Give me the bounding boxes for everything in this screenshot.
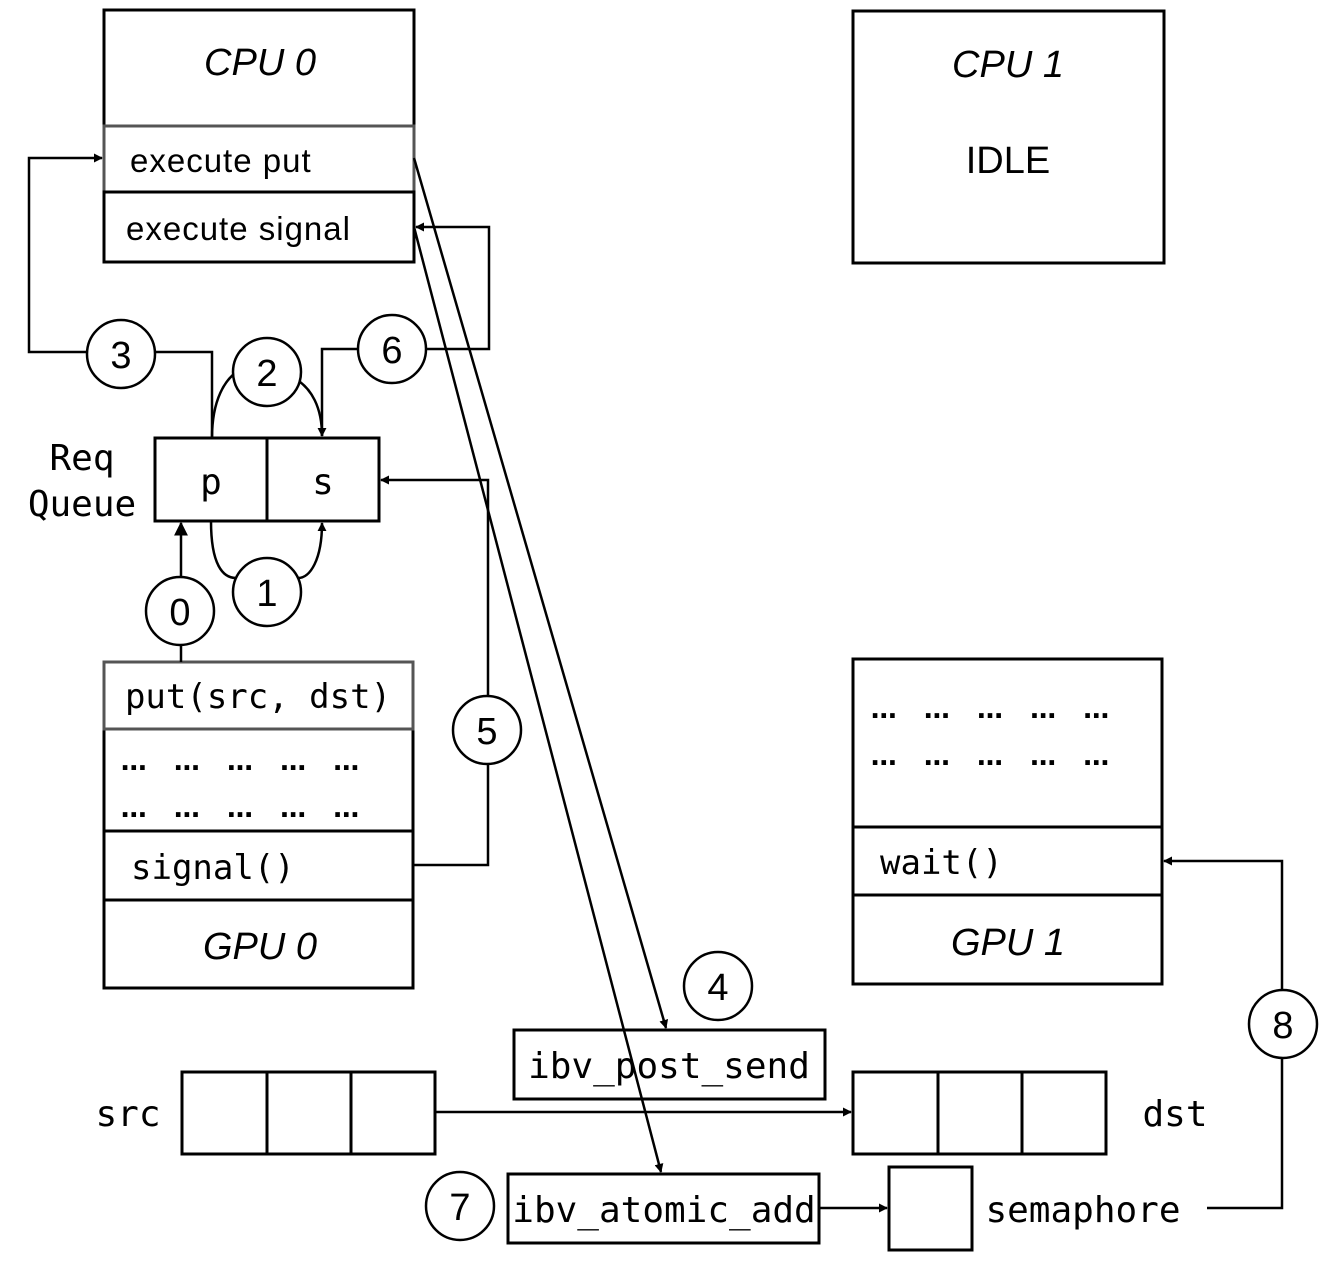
step1-arrow (297, 522, 327, 580)
step-badge-5: 5 (451, 694, 523, 766)
step-number: 3 (110, 335, 131, 377)
cpu1-block: CPU 1 IDLE (851, 9, 1166, 265)
step7-arrow (412, 226, 664, 1173)
gpu1-ellipsis-row2: … … … … … (871, 742, 1110, 772)
gpu0-put-row (102, 660, 415, 731)
gpu0-ellipsis-row2: … … … … … (121, 794, 360, 824)
step-number: 0 (169, 592, 190, 634)
ibv-post-send-box (512, 1028, 827, 1101)
semaphore: semaphore (887, 1165, 1181, 1252)
src-buffer-cell (180, 1070, 269, 1156)
step-number: 8 (1272, 1005, 1293, 1047)
gpu1-ellipsis-row1: … … … … … (871, 695, 1110, 725)
gpu0-title: GPU 0 (203, 926, 317, 968)
step-badge-8: 8 (1247, 988, 1319, 1060)
step1-connector (209, 520, 237, 580)
dst-buffer-cell (1020, 1070, 1108, 1156)
cpu0-execute-put-label: execute put (130, 142, 312, 179)
dst-buffer-cell (936, 1070, 1024, 1156)
req-queue-cell-s-label: s (312, 462, 334, 503)
step-badge-3: 3 (85, 318, 157, 390)
req-queue-label-line2: Queue (28, 484, 136, 525)
step-number: 6 (381, 330, 402, 372)
semaphore-label: semaphore (985, 1190, 1180, 1231)
cpu1-status: IDLE (966, 140, 1050, 182)
gpu0-ellipsis-row1: … … … … … (121, 747, 360, 777)
step-number: 2 (256, 353, 277, 395)
step-number: 5 (476, 711, 497, 753)
step8-connector (1207, 1058, 1284, 1210)
dst-buffer: dst (851, 1070, 1208, 1156)
cpu1-title: CPU 1 (952, 44, 1064, 86)
req-queue-cell-p-label: p (200, 462, 222, 503)
step-badge-4: 4 (682, 950, 754, 1022)
step5-connector (413, 764, 490, 867)
request-queue: Req Queue p s (28, 436, 381, 525)
cpu0-block: CPU 0 execute put execute signal (102, 8, 416, 264)
ibv-post-send-label: ibv_post_send (528, 1046, 810, 1087)
step3-arrow (27, 153, 103, 354)
gpu0-put-call: put(src, dst) (125, 677, 391, 717)
cpu1-frame (851, 9, 1166, 265)
cpu0-execute-signal-row (102, 190, 416, 264)
cpu0-title: CPU 0 (204, 42, 316, 84)
gpu1-title: GPU 1 (951, 922, 1065, 964)
step-badge-0: 0 (144, 575, 216, 647)
src-buffer-cell (265, 1070, 353, 1156)
req-queue-label-line1: Req (49, 438, 114, 479)
gpu1-frame (851, 657, 1164, 986)
gpu1-wait-row (851, 825, 1164, 897)
step4-arrow (412, 157, 669, 1029)
step-badge-2: 2 (231, 336, 303, 408)
step-badge-6: 6 (356, 313, 428, 385)
semaphore-cell (887, 1165, 974, 1252)
src-buffer-cell (349, 1070, 437, 1156)
step8-arrow (1163, 856, 1284, 990)
gpu0-signal-call: signal() (131, 848, 295, 888)
gpu0-signal-row (102, 829, 415, 902)
step6-connector (320, 347, 358, 436)
src-buffer-label: src (95, 1094, 160, 1135)
req-queue-cell-s (265, 436, 381, 523)
gpu1-block: … … … … … … … … … … wait() GPU 1 (851, 657, 1164, 986)
step-number: 4 (707, 967, 728, 1009)
step5-arrow (380, 475, 490, 696)
gpu0-block: put(src, dst) … … … … … … … … … … signal… (102, 660, 415, 990)
step-number: 7 (449, 1187, 470, 1229)
cpu0-execute-put-row (102, 124, 416, 194)
ibv-atomic-add-label: ibv_atomic_add (512, 1190, 815, 1231)
src-buffer: src (95, 1070, 437, 1156)
dst-buffer-label: dst (1142, 1094, 1207, 1135)
step-number: 1 (256, 573, 277, 615)
ibv-atomic-add-box (506, 1172, 821, 1245)
step6-arrow (415, 222, 491, 351)
cpu0-execute-signal-label: execute signal (126, 210, 351, 247)
dst-buffer-cell (851, 1070, 940, 1156)
gpu1-wait-call: wait() (880, 843, 1003, 883)
step3-connector (156, 350, 214, 438)
step-badge-7: 7 (424, 1170, 496, 1242)
step-badge-1: 1 (231, 556, 303, 628)
